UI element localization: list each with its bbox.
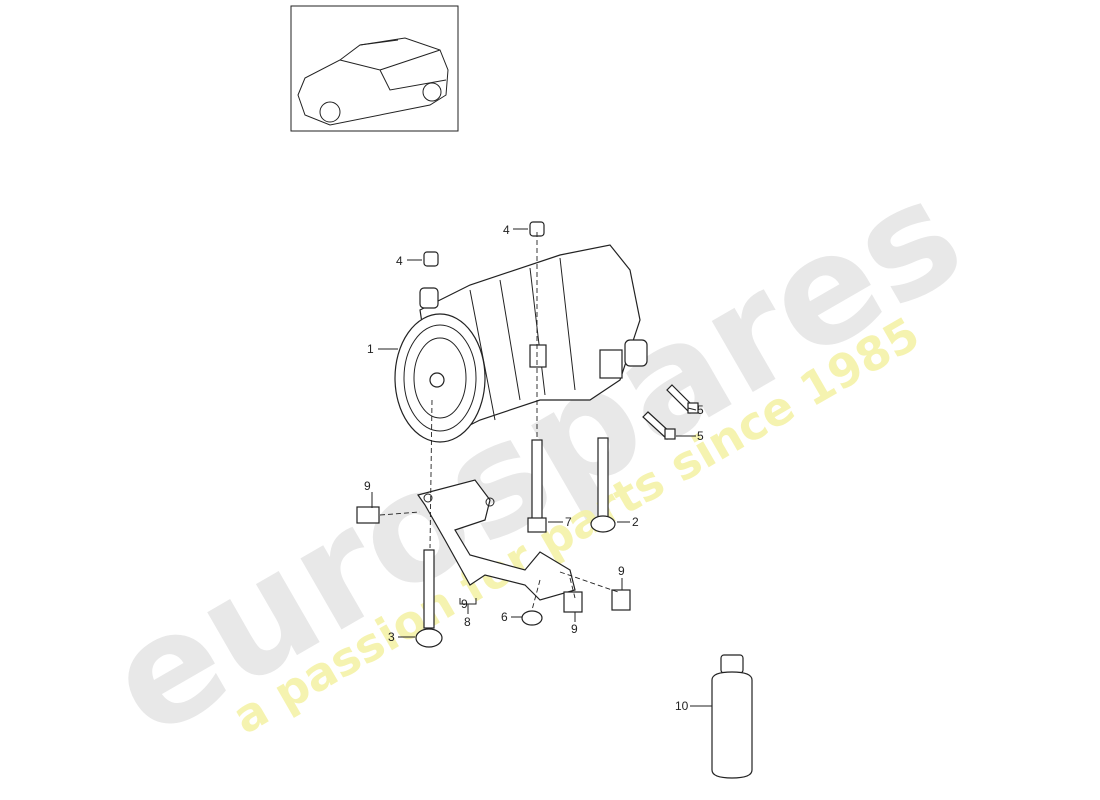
callout-9: 9	[364, 479, 371, 493]
callout-4: 4	[396, 254, 403, 268]
oil-bottle-10[interactable]	[711, 654, 753, 779]
callout-7: 7	[565, 515, 572, 529]
bolt-3[interactable]	[415, 549, 443, 648]
callout-4: 4	[503, 223, 510, 237]
callout-8: 8	[464, 615, 471, 629]
bolt-2[interactable]	[590, 437, 616, 533]
callout-1: 1	[367, 342, 374, 356]
clip-9c[interactable]	[563, 591, 583, 613]
callout-6: 6	[501, 610, 508, 624]
nut-6[interactable]	[521, 610, 543, 626]
callout-9: 9	[461, 597, 468, 611]
callout-3: 3	[388, 630, 395, 644]
callout-9: 9	[618, 564, 625, 578]
ac-compressor[interactable]	[394, 244, 648, 443]
callout-9: 9	[571, 622, 578, 636]
callout-2: 2	[632, 515, 639, 529]
clip-9a[interactable]	[356, 506, 380, 524]
vehicle-suv-thumbnail-icon[interactable]	[290, 5, 459, 132]
callout-5: 5	[697, 403, 704, 417]
cap-4a[interactable]	[423, 251, 439, 267]
callout-5: 5	[697, 429, 704, 443]
clip-9d[interactable]	[611, 589, 631, 611]
bolt-7-stud[interactable]	[527, 439, 547, 533]
callout-10: 10	[675, 699, 689, 713]
bracket-8[interactable]	[417, 479, 576, 601]
bolt-5b[interactable]	[642, 411, 676, 440]
